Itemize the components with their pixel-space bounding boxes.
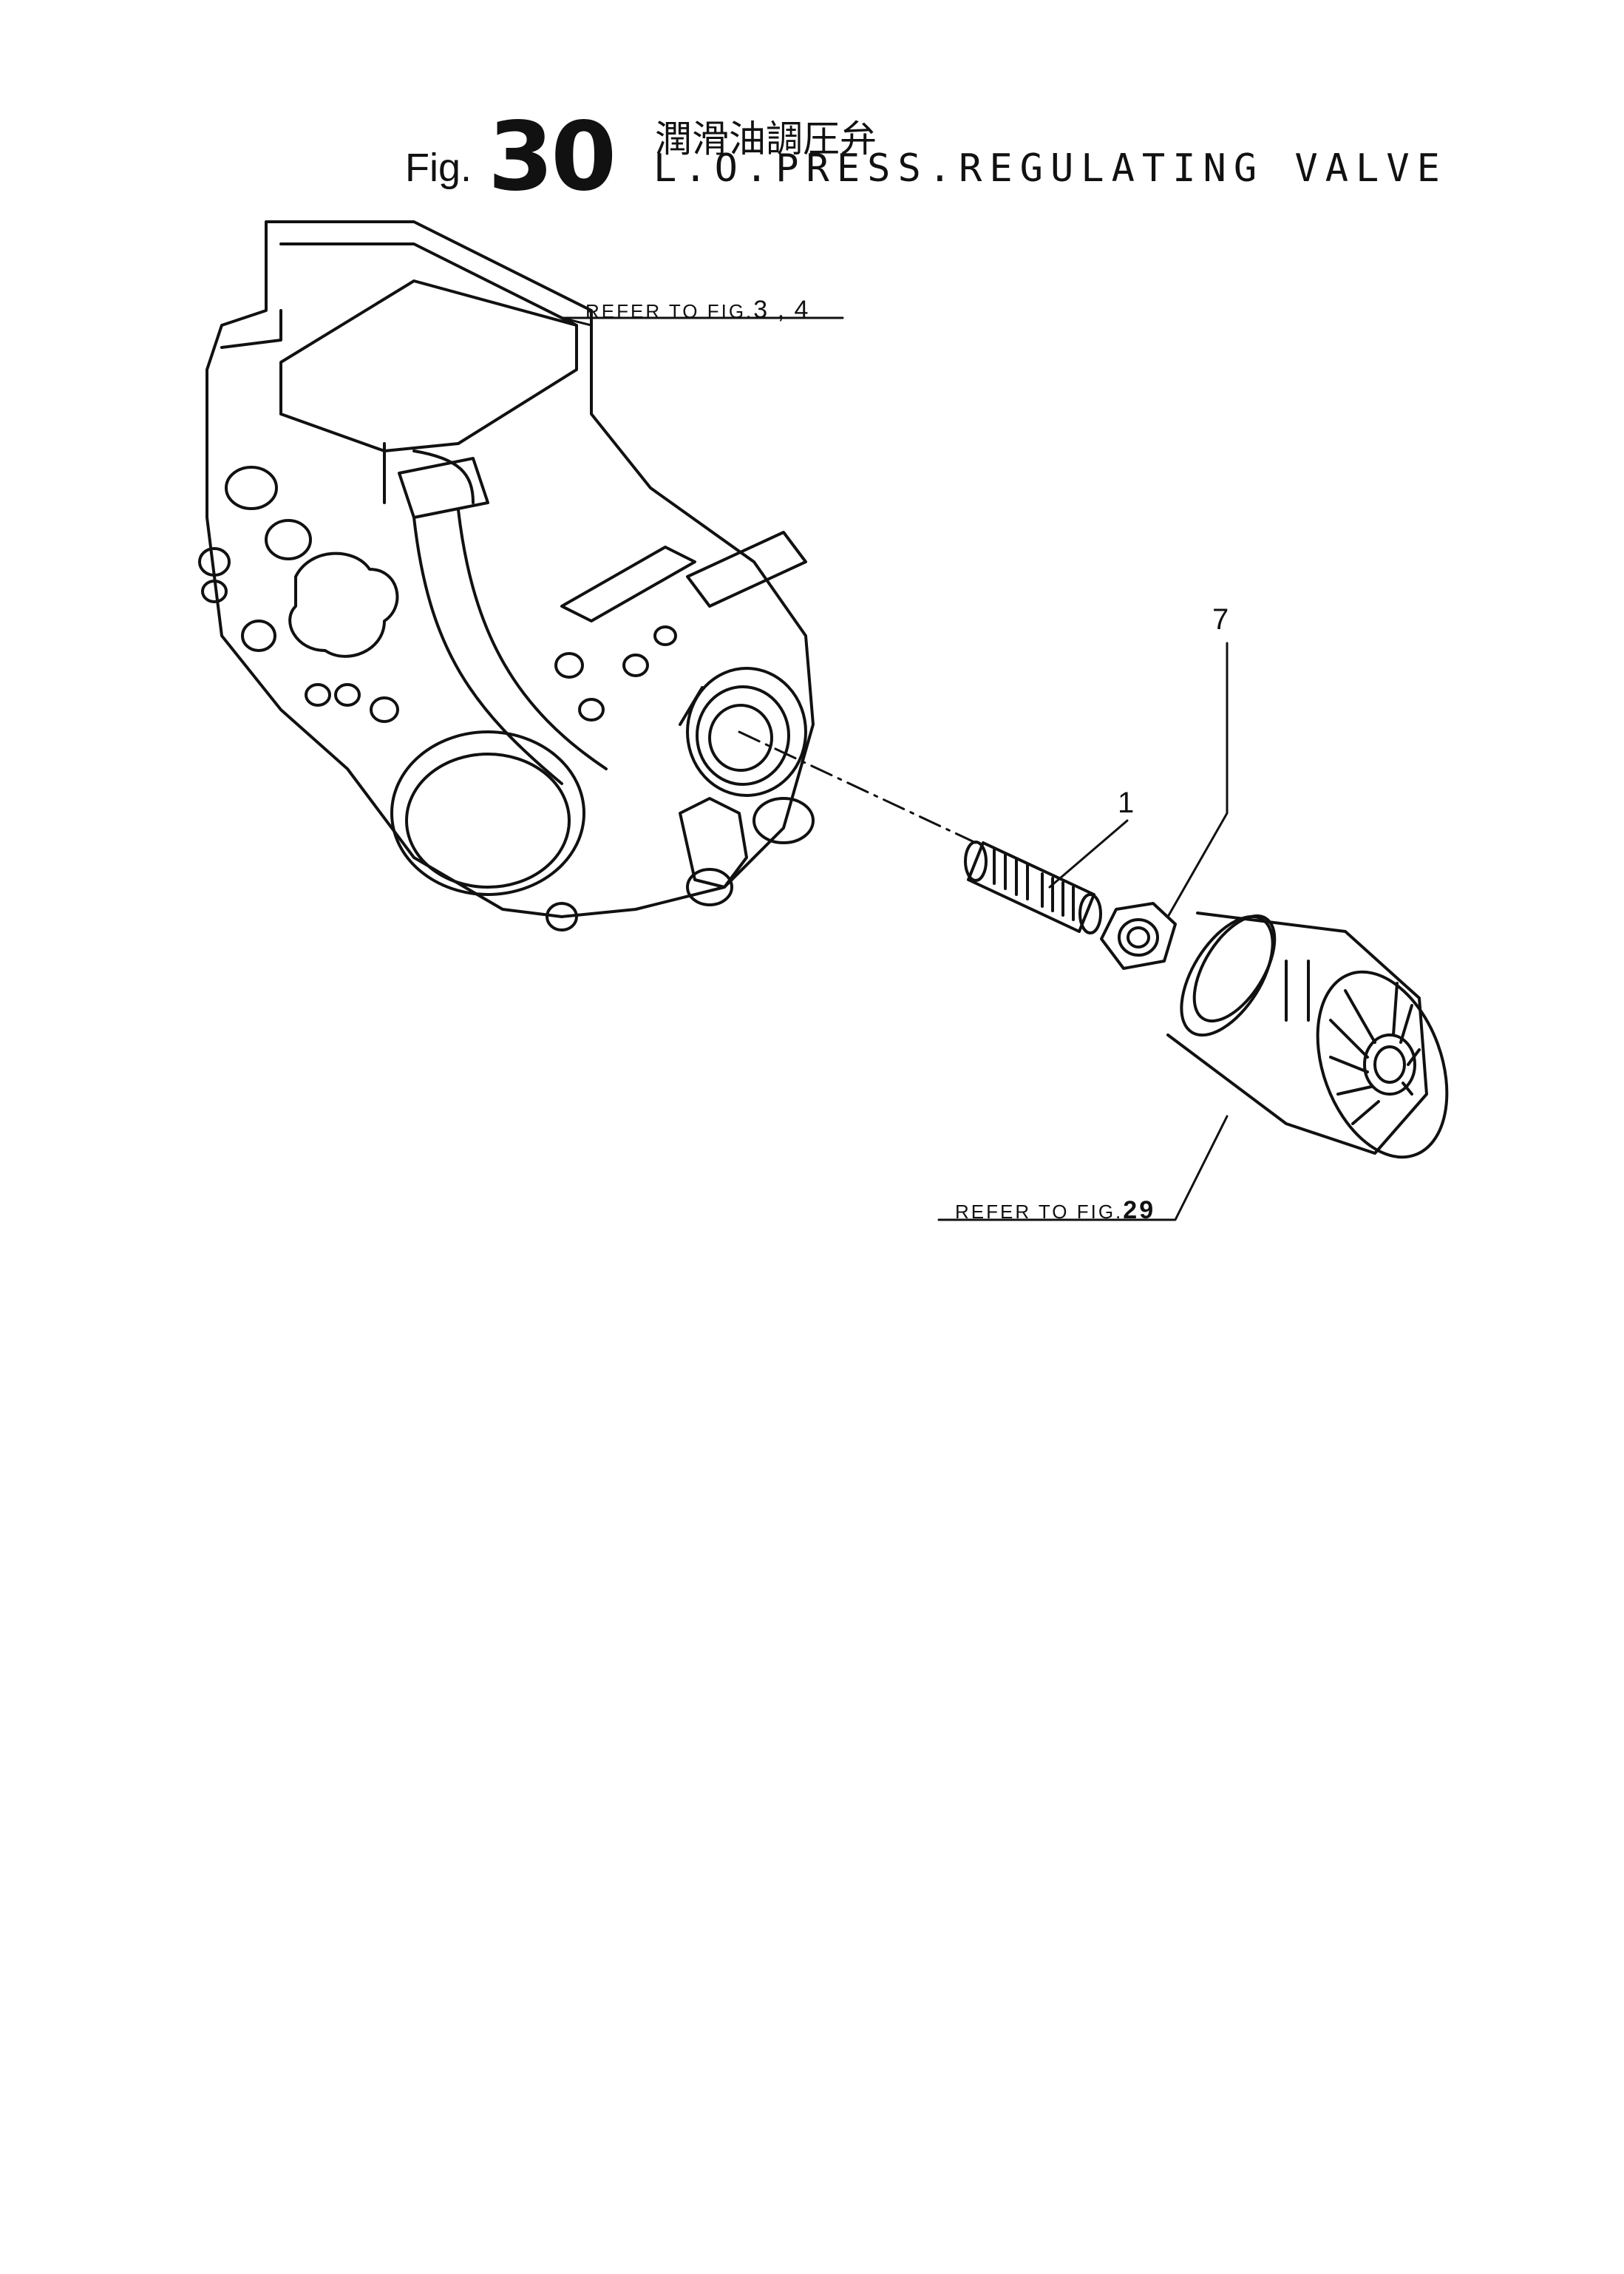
oil-filter-cartridge: [1166, 912, 1449, 1159]
leader-part-7: [1166, 642, 1229, 918]
part-1-regulating-valve: [964, 841, 1102, 934]
assembly-axis-line: [738, 730, 977, 844]
refer-to-figure-numbers: 3 , 4: [753, 296, 810, 324]
figure-prefix: Fig.: [405, 146, 472, 190]
figure-title-japanese: 潤滑油調圧弁: [655, 118, 877, 160]
figure-number: 30: [488, 102, 616, 212]
figure-title-english: L.O.PRESS.REGULATING VALVE: [653, 146, 1447, 191]
refer-to-text: REFER TO FIG.: [955, 1201, 1124, 1223]
leader-part-1: [1048, 819, 1129, 889]
refer-to-fig-29-label: REFER TO FIG.29: [955, 1196, 1155, 1225]
refer-to-fig-3-4-label: REFER TO FIG.3 , 4: [585, 296, 809, 325]
part-7-nut: [1100, 902, 1177, 970]
part-number-1: 1: [1118, 787, 1135, 819]
refer-to-text: REFER TO FIG.: [585, 300, 754, 322]
part-number-7: 7: [1212, 603, 1229, 636]
gear-case-housing: [198, 220, 815, 931]
leader-refer-29: [937, 1115, 1229, 1221]
refer-to-figure-number: 29: [1123, 1196, 1156, 1224]
leader-refer-3-4: [560, 316, 844, 327]
